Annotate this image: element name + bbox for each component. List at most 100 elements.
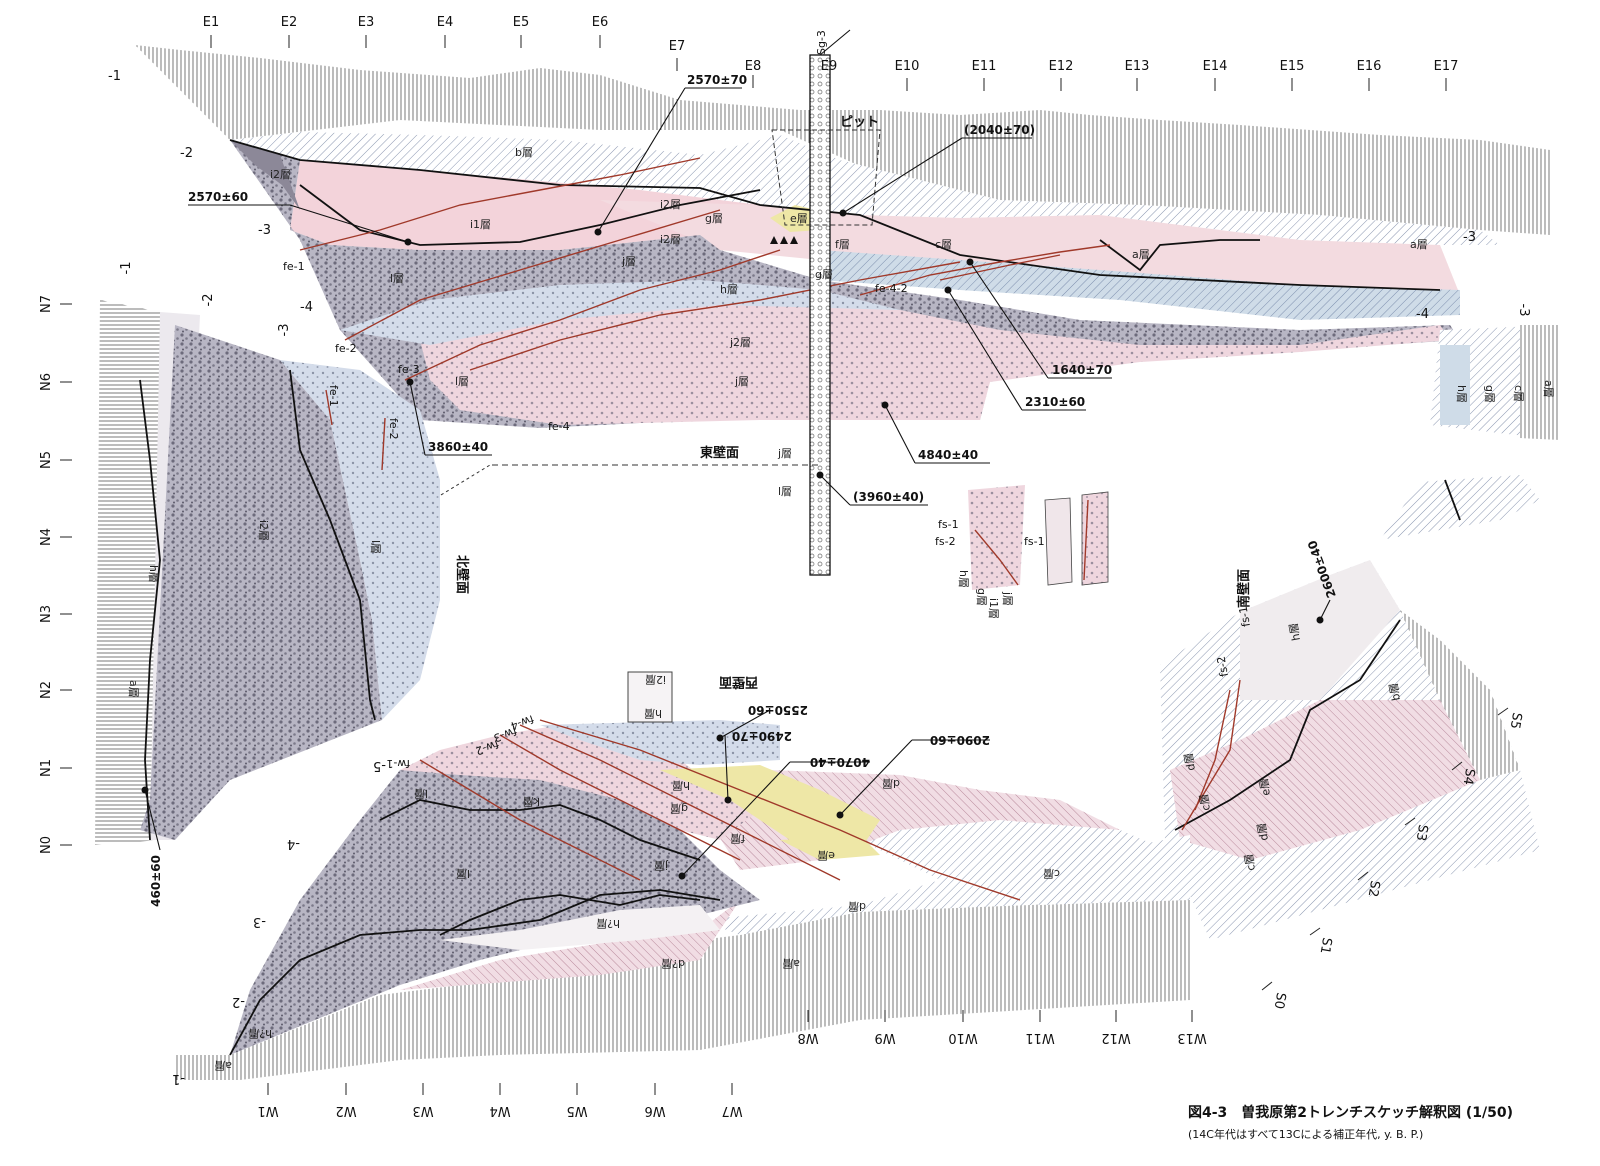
fault-fs-2-south — [1181, 679, 1241, 831]
east-label-c: c層 — [935, 238, 952, 251]
level-n-2: -2 — [201, 294, 216, 307]
sample-point-2570-60 — [404, 238, 412, 246]
col-e14: E14 — [1203, 59, 1228, 74]
col-e7: E7 — [669, 39, 686, 54]
east-label-j2: j2層 — [729, 336, 751, 349]
date-460-60: 460±60 — [149, 855, 163, 907]
east-label-j-bottom: j層 — [777, 447, 792, 460]
fault-fs-panel-a — [974, 529, 1019, 586]
col-e15: E15 — [1280, 59, 1305, 74]
level-e-right-3: -3 — [1463, 230, 1476, 245]
fault-label-fe-4-2: fe-4-2 — [875, 282, 908, 295]
south-h-layer — [1240, 560, 1400, 700]
east-label-a: a層 — [1132, 248, 1150, 261]
west-label-h2q: h?層 — [596, 917, 620, 930]
east-label-l2: l層 — [455, 375, 469, 388]
col-w13: W13 — [1177, 1030, 1206, 1045]
fault-label-north-fe-1: fe-1 — [327, 385, 340, 407]
col-e9: E9 — [821, 59, 838, 74]
west-label-h-top: h層 — [644, 707, 662, 720]
col-w5: W5 — [566, 1103, 587, 1118]
fault-fs-1-south — [1194, 689, 1231, 811]
marker-triangles — [770, 236, 798, 244]
date-2490-70: 2490±70 — [732, 729, 792, 743]
col-e5: E5 — [513, 15, 530, 30]
col-e17: E17 — [1434, 59, 1459, 74]
east-left-wedge — [230, 140, 300, 210]
south-label-g: g層 — [975, 588, 988, 606]
south-wall-label-e: e層 — [1257, 777, 1273, 797]
north-layer-labels: h層 a層 i2層 l層 — [127, 520, 382, 698]
sample-point-460-60 — [141, 786, 149, 794]
sample-point-2090-60 — [836, 811, 844, 819]
south-wall-layer-labels: h層 d層 c層 e層 d層 c層 b層 — [1182, 622, 1403, 872]
col-e3: E3 — [358, 15, 375, 30]
east-c-layer — [820, 250, 1460, 320]
south-panel-layer-labels: h層 g層 i1層 j層 — [957, 570, 1014, 619]
row-s3: S3 — [1413, 823, 1431, 842]
sample-point-3860-40 — [406, 378, 414, 386]
north-label-i2: i2層 — [257, 520, 270, 541]
col-w11: W11 — [1025, 1030, 1054, 1045]
south-wall-face — [1160, 560, 1540, 991]
level-e-right-4: -4 — [1416, 307, 1429, 322]
pit-outline — [771, 129, 881, 226]
col-w3: W3 — [412, 1103, 433, 1118]
sample-markers — [141, 87, 1331, 880]
south-wall-label-c: c層 — [1197, 793, 1213, 812]
west-label-f: f層 — [730, 832, 745, 845]
fault-label-fs-1-south: fs-1 — [1237, 605, 1253, 628]
sample-point-2550-60 — [716, 734, 724, 742]
row-s1: S1 — [1317, 936, 1335, 955]
date-2570-60: 2570±60 — [188, 190, 248, 204]
east-label-f: f層 — [835, 238, 850, 251]
south-grid-ticks — [1261, 707, 1509, 991]
east-boundary-upper — [229, 139, 1441, 291]
col-e1: E1 — [203, 15, 220, 30]
date-3960-40: (3960±40) — [853, 490, 924, 504]
north-boundary-2 — [289, 369, 376, 721]
fault-label-fe-3: fe-3 — [398, 363, 420, 376]
north-grid-ticks — [60, 303, 72, 846]
col-e10: E10 — [895, 59, 920, 74]
east-i-layer — [290, 160, 770, 250]
fault-fe-4-line — [469, 261, 961, 371]
date-4840-40: 4840±40 — [918, 448, 978, 462]
south-wall-title: 南壁面 — [1236, 569, 1252, 608]
date-2310-60: 2310±60 — [1025, 395, 1085, 409]
col-e8: E8 — [745, 59, 762, 74]
pit-label: ピット — [840, 115, 879, 130]
fault-fw-1-line — [419, 759, 641, 881]
level-e-3: -3 — [258, 223, 271, 238]
sample-point-2570-70 — [594, 228, 602, 236]
level-n-3: -3 — [277, 324, 292, 337]
north-wall-face — [60, 300, 440, 846]
south-wall-label-d: d層 — [1182, 752, 1198, 772]
west-blue-band — [540, 720, 780, 765]
east-label-h-right: h層 — [1455, 385, 1468, 403]
south-panel-a — [968, 485, 1025, 590]
west-boundary-3 — [439, 894, 701, 936]
east-label-b: b層 — [515, 146, 533, 159]
row-n1: N1 — [39, 759, 54, 777]
fault-label-fe-4: fe-4 — [548, 420, 570, 433]
west-yellow-lens-2 — [780, 835, 880, 860]
level-w-2: -2 — [232, 994, 245, 1009]
col-w7: W7 — [721, 1103, 742, 1118]
col-e2: E2 — [281, 15, 298, 30]
east-label-e: e層 — [790, 212, 808, 225]
sample-point-4070-40 — [678, 872, 686, 880]
boring-sg-3-column — [809, 54, 831, 576]
west-label-d2: d層 — [848, 900, 866, 913]
west-label-e: e層 — [817, 849, 835, 862]
south-d-layer — [1170, 700, 1480, 860]
west-label-a: a層 — [782, 957, 800, 970]
row-s2: S2 — [1365, 879, 1383, 898]
west-wall-face — [175, 671, 1193, 1095]
level-n-1: -1 — [119, 262, 134, 275]
level-e-1: -1 — [108, 69, 121, 84]
east-label-i2b: i2層 — [660, 233, 681, 246]
south-stripe-band — [1400, 610, 1520, 780]
col-e6: E6 — [592, 15, 609, 30]
